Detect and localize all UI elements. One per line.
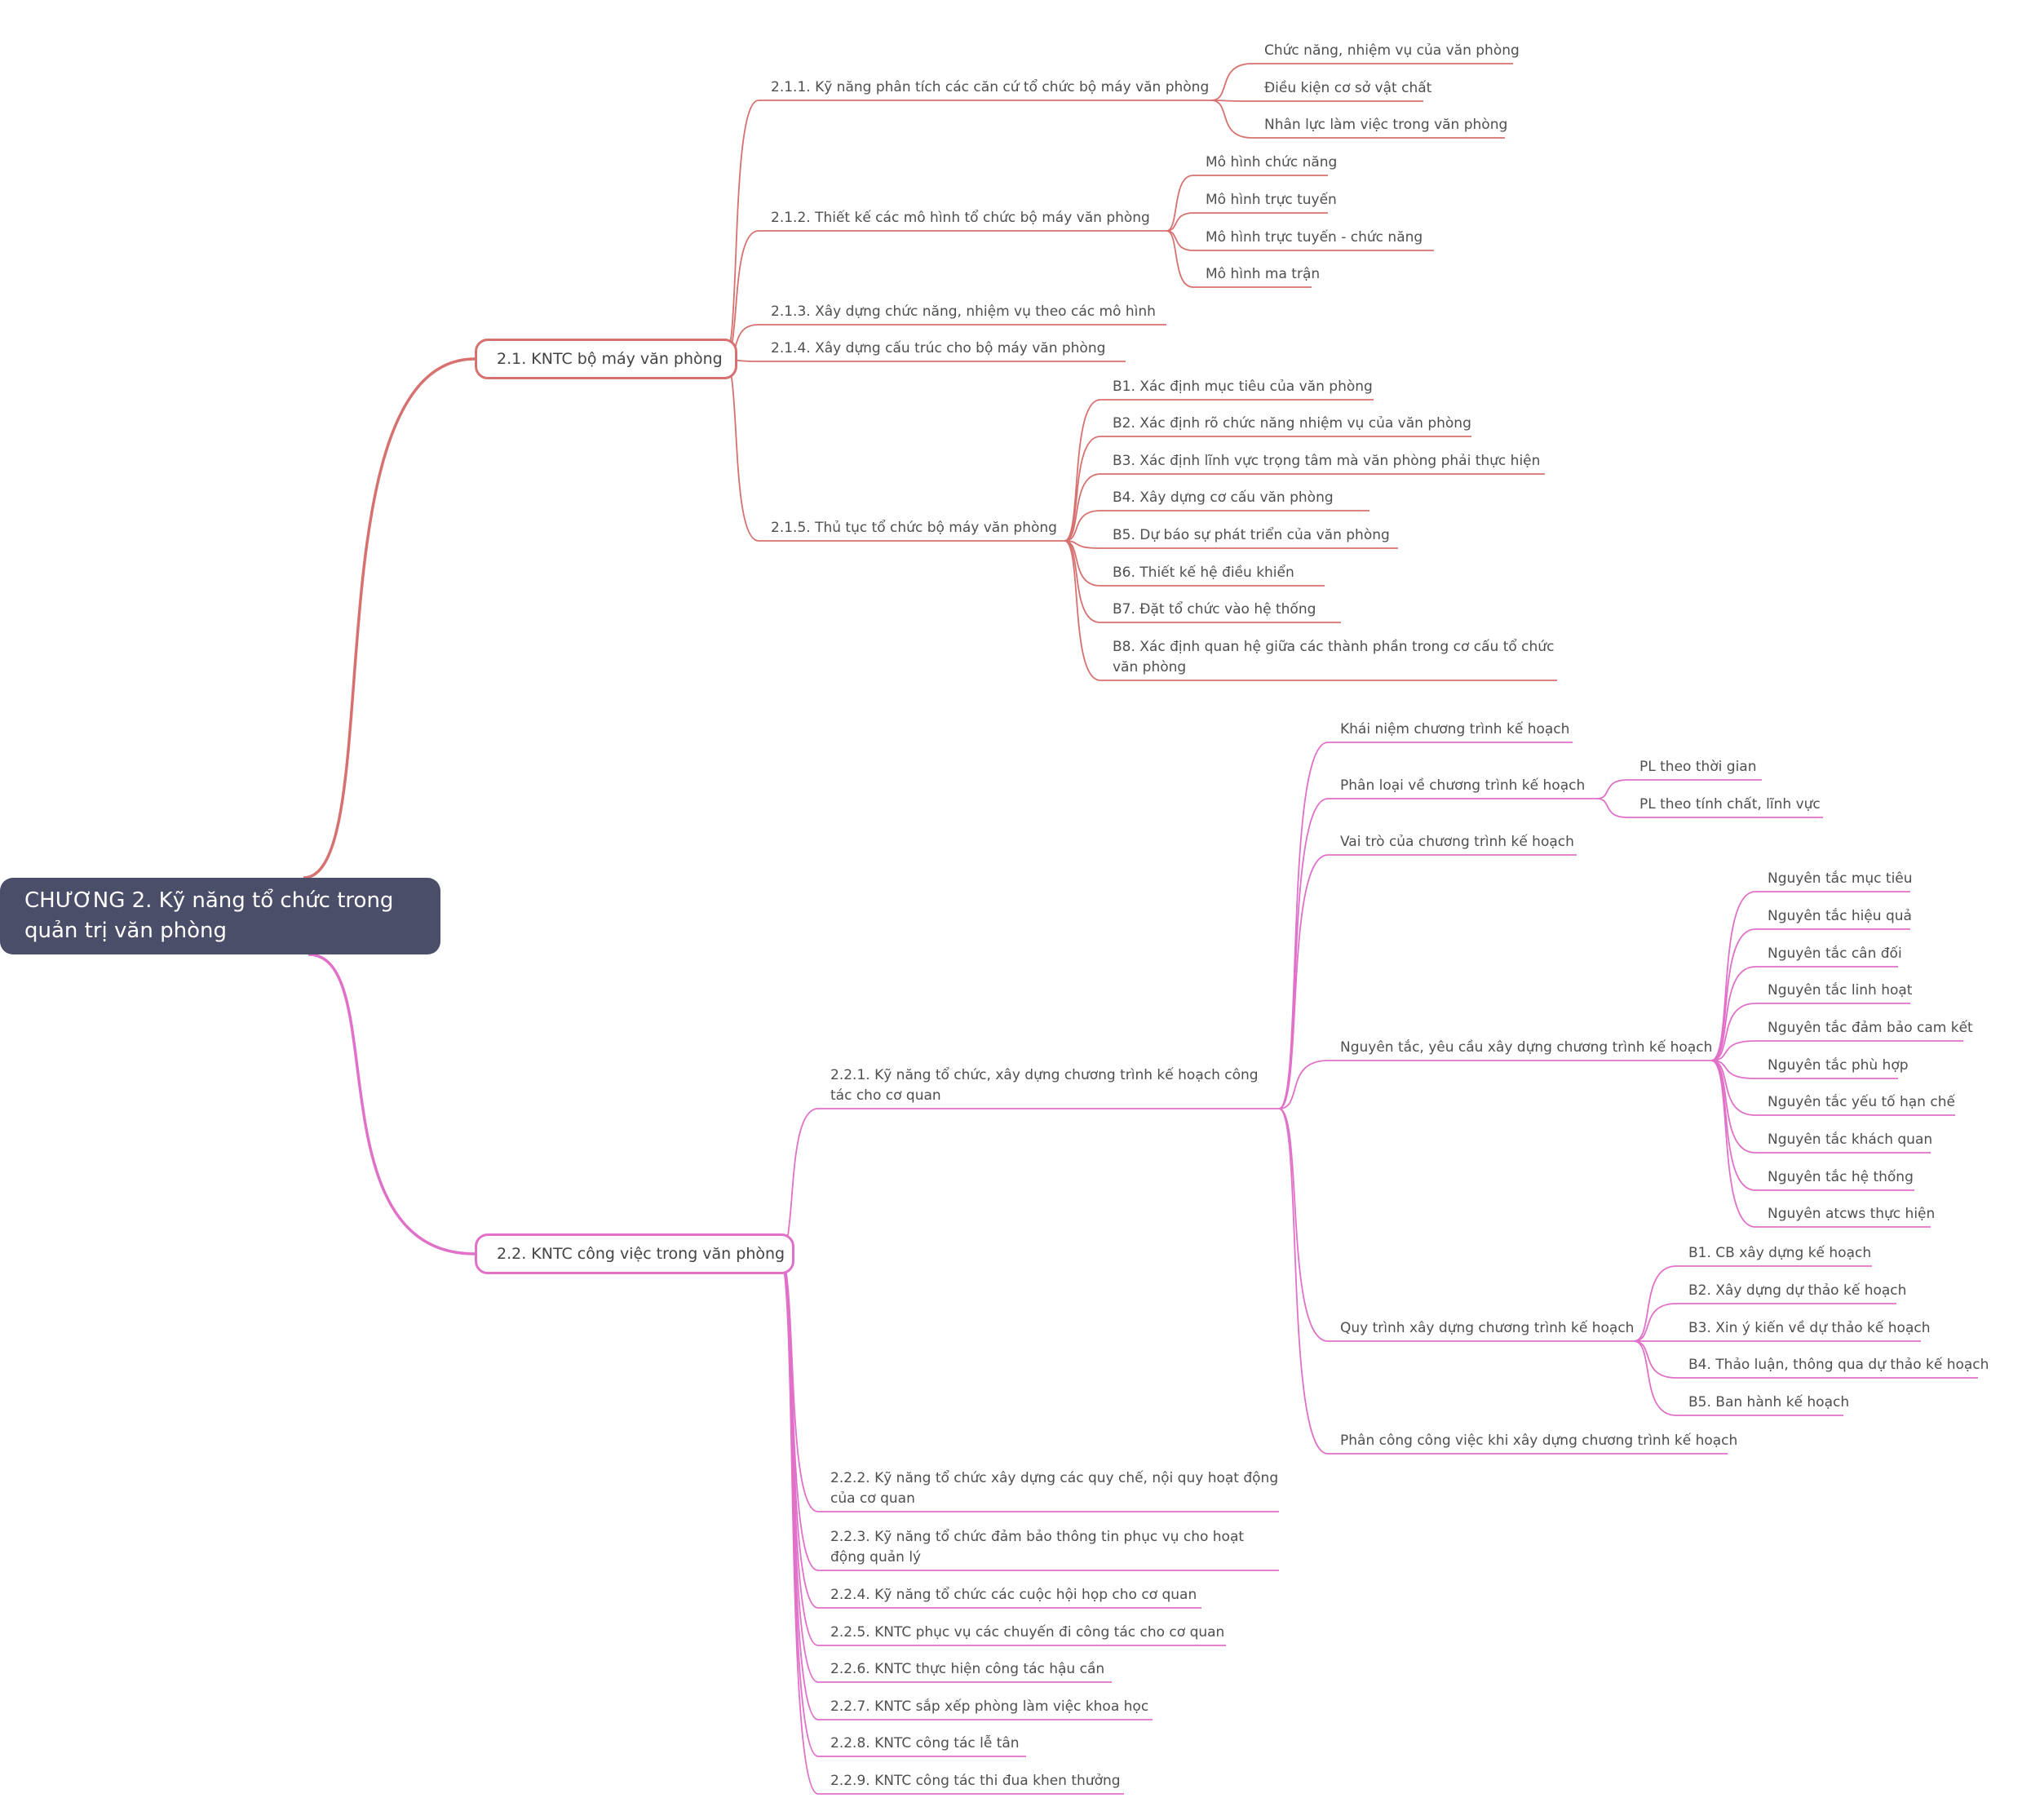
- leaf-link: [1064, 510, 1101, 542]
- link-s9: [778, 1253, 819, 1795]
- leaf-link: [1166, 212, 1194, 232]
- leaf-link: [1596, 798, 1628, 818]
- topic-nguyen-tac-khach-quan[interactable]: Nguyên tắc khách quan: [1768, 1131, 1933, 1148]
- topic-2-2-3-ky-nang-to-chuc-dam-bao-thong-tin-[interactable]: 2.2.3. Kỹ năng tổ chức đảm bảo thông tin…: [830, 1529, 1245, 1565]
- leaf-link: [1210, 63, 1253, 101]
- topic-khai-niem-chuong-trinh-ke-hoach[interactable]: Khái niệm chương trình kế hoạch: [1340, 721, 1570, 737]
- topic-mo-hinh-truc-tuyen[interactable]: Mô hình trực tuyến: [1206, 192, 1337, 208]
- topic-mo-hinh-ma-tran[interactable]: Mô hình ma trận: [1206, 266, 1321, 282]
- link-s3: [778, 1253, 819, 1571]
- topic-2-2-2-ky-nang-to-chuc-xay-dung-cac-quy-c[interactable]: 2.2.2. Kỹ năng tổ chức xây dựng các quy …: [830, 1470, 1279, 1507]
- topic-b6-thiet-ke-he-dieu-khien[interactable]: B6. Thiết kế hệ điều khiển: [1113, 565, 1294, 581]
- topic-quy-trinh-xay-dung-chuong-trinh-ke-hoach[interactable]: Quy trình xây dựng chương trình kế hoạch: [1340, 1320, 1635, 1336]
- topic-b5-du-bao-su-phat-trien-cua-van-phong[interactable]: B5. Dự báo sự phát triển của văn phòng: [1113, 527, 1390, 543]
- leaf-link: [1710, 1060, 1756, 1228]
- topic-nguyen-tac-hieu-qua[interactable]: Nguyên tắc hiệu quả: [1768, 908, 1912, 924]
- leaf-link: [1710, 891, 1756, 1061]
- leaf-link: [1064, 473, 1101, 542]
- topic-vai-tro-cua-chuong-trinh-ke-hoach[interactable]: Vai trò của chương trình kế hoạch: [1340, 834, 1574, 850]
- leaf-link: [1633, 1340, 1677, 1379]
- topic-2-2-1-ky-nang-to-chuc-xay-dung-chuong-tr[interactable]: 2.2.1. Kỹ năng tổ chức, xây dựng chương …: [830, 1067, 1259, 1104]
- topic-2-1-3-xay-dung-chuc-nang-nhiem-vu-theo-c[interactable]: 2.1.3. Xây dựng chức năng, nhiệm vụ theo…: [771, 303, 1156, 320]
- link-c1: [1278, 742, 1329, 1109]
- leaf-link: [1064, 436, 1101, 542]
- topic-nguyen-tac-can-doi[interactable]: Nguyên tắc cân đối: [1768, 945, 1902, 962]
- topic-2-2-7-kntc-sap-xep-phong-lam-viec-khoa-h[interactable]: 2.2.7. KNTC sắp xếp phòng làm việc khoa …: [830, 1698, 1149, 1715]
- link-s1: [723, 100, 759, 360]
- topic-nguyen-atcws-thuc-hien[interactable]: Nguyên atcws thực hiện: [1768, 1206, 1936, 1222]
- leaf-link: [1710, 1040, 1756, 1061]
- link-s5: [723, 358, 759, 542]
- topic-nguyen-tac-muc-tieu[interactable]: Nguyên tắc mục tiêu: [1768, 870, 1913, 887]
- link-c6: [1278, 1108, 1329, 1455]
- topic-mo-hinh-truc-tuyen-chuc-nang[interactable]: Mô hình trực tuyến - chức năng: [1206, 229, 1423, 246]
- topic-b3-xin-y-kien-ve-du-thao-ke-hoach[interactable]: B3. Xin ý kiến về dự thảo kế hoạch: [1688, 1320, 1931, 1336]
- topic-2-1-2-thiet-ke-cac-mo-hinh-to-chuc-bo-ma[interactable]: 2.1.2. Thiết kế các mô hình tổ chức bộ m…: [771, 210, 1150, 226]
- link-s2: [778, 1253, 819, 1512]
- topic-nguyen-tac-dam-bao-cam-ket[interactable]: Nguyên tắc đảm bảo cam kết: [1768, 1020, 1973, 1036]
- leaf-link: [1210, 100, 1253, 139]
- leaf-link: [1166, 230, 1194, 288]
- leaf-link: [1596, 779, 1628, 799]
- root-link-b1: [303, 357, 476, 879]
- topic-b3-xac-dinh-linh-vuc-trong-tam-ma-van-ph[interactable]: B3. Xác định lĩnh vực trọng tâm mà văn p…: [1113, 453, 1541, 469]
- main-branch-label: 2.2. KNTC công việc trong văn phòng: [497, 1245, 785, 1263]
- topic-2-2-8-kntc-cong-tac-le-tan[interactable]: 2.2.8. KNTC công tác lễ tân: [830, 1735, 1020, 1751]
- topic-chuc-nang-nhiem-vu-cua-van-phong[interactable]: Chức năng, nhiệm vụ của văn phòng: [1264, 42, 1520, 59]
- topic-nguyen-tac-yeu-to-han-che[interactable]: Nguyên tắc yếu tố hạn chế: [1768, 1094, 1955, 1110]
- main-branch-2-1-kntc-bo-may-van-phong[interactable]: 2.1. KNTC bộ máy văn phòng: [475, 339, 737, 379]
- leaf-link: [1064, 540, 1101, 681]
- topic-b4-xay-dung-co-cau-van-phong[interactable]: B4. Xây dựng cơ cấu văn phòng: [1113, 489, 1334, 506]
- leaf-link: [1064, 399, 1101, 542]
- root-link-b2: [308, 953, 476, 1255]
- topic-b8-xac-dinh-quan-he-giua-cac-thanh-phan-[interactable]: B8. Xác định quan hệ giữa các thành phần…: [1113, 639, 1555, 675]
- topic-2-1-4-xay-dung-cau-truc-cho-bo-may-van-p[interactable]: 2.1.4. Xây dựng cấu trúc cho bộ máy văn …: [771, 340, 1106, 356]
- topic-pl-theo-tinh-chat-linh-vuc[interactable]: PL theo tính chất, lĩnh vực: [1639, 796, 1821, 813]
- topic-dieu-kien-co-so-vat-chat[interactable]: Điều kiện cơ sở vật chất: [1264, 80, 1432, 96]
- central-topic[interactable]: CHƯƠNG 2. Kỹ năng tổ chức trong quản trị…: [0, 878, 440, 954]
- topic-phan-cong-cong-viec-khi-xay-dung-chuong-[interactable]: Phân công công việc khi xây dựng chương …: [1340, 1433, 1738, 1449]
- link-c5: [1278, 1108, 1329, 1342]
- leaf-link: [1710, 1003, 1756, 1061]
- leaf-link: [1633, 1340, 1677, 1416]
- topic-nguyen-tac-he-thong[interactable]: Nguyên tắc hệ thống: [1768, 1169, 1914, 1185]
- link-c3: [1278, 854, 1329, 1109]
- leaf-link: [1210, 100, 1253, 102]
- topic-b2-xac-dinh-ro-chuc-nang-nhiem-vu-cua-va[interactable]: B2. Xác định rõ chức năng nhiệm vụ của v…: [1113, 415, 1471, 432]
- link-c2: [1278, 798, 1329, 1109]
- topic-2-1-1-ky-nang-phan-tich-cac-can-cu-to-ch[interactable]: 2.1.1. Kỹ năng phân tích các căn cứ tổ c…: [771, 79, 1210, 95]
- topic-b2-xay-dung-du-thao-ke-hoach[interactable]: B2. Xây dựng dự thảo kế hoạch: [1688, 1282, 1907, 1299]
- topic-b7-dat-to-chuc-vao-he-thong[interactable]: B7. Đặt tổ chức vào hệ thống: [1113, 601, 1316, 618]
- leaf-link: [1166, 175, 1194, 232]
- link-c4: [1278, 1060, 1329, 1109]
- leaf-link: [1710, 1060, 1756, 1191]
- topic-nguyen-tac-yeu-cau-xay-dung-chuong-trinh[interactable]: Nguyên tắc, yêu cầu xây dựng chương trìn…: [1340, 1039, 1713, 1056]
- topic-b1-xac-dinh-muc-tieu-cua-van-phong[interactable]: B1. Xác định mục tiêu của văn phòng: [1113, 379, 1373, 395]
- topic-2-2-9-kntc-cong-tac-thi-dua-khen-thuong[interactable]: 2.2.9. KNTC công tác thi đua khen thưởng: [830, 1773, 1121, 1789]
- topic-2-2-4-ky-nang-to-chuc-cac-cuoc-hoi-hop-c[interactable]: 2.2.4. Kỹ năng tổ chức các cuộc hội họp …: [830, 1587, 1197, 1603]
- topic-2-1-5-thu-tuc-to-chuc-bo-may-van-phong[interactable]: 2.1.5. Thủ tục tổ chức bộ máy văn phòng: [771, 520, 1057, 536]
- leaf-link: [1710, 928, 1756, 1061]
- topic-pl-theo-thoi-gian[interactable]: PL theo thời gian: [1639, 759, 1757, 775]
- leaf-link: [1710, 1060, 1756, 1079]
- central-topic-label: CHƯƠNG 2. Kỹ năng tổ chức trong quản trị…: [24, 888, 394, 943]
- topic-mo-hinh-chuc-nang[interactable]: Mô hình chức năng: [1206, 154, 1338, 170]
- leaf-link: [1633, 1265, 1677, 1342]
- topic-2-2-6-kntc-thuc-hien-cong-tac-hau-can[interactable]: 2.2.6. KNTC thực hiện công tác hậu cần: [830, 1661, 1105, 1677]
- topic-b5-ban-hanh-ke-hoach[interactable]: B5. Ban hành kế hoạch: [1688, 1394, 1850, 1410]
- leaf-link: [1064, 540, 1101, 623]
- topic-phan-loai-ve-chuong-trinh-ke-hoach[interactable]: Phân loại về chương trình kế hoạch: [1340, 777, 1586, 794]
- topic-nguyen-tac-linh-hoat[interactable]: Nguyên tắc linh hoạt: [1768, 982, 1913, 999]
- main-branch-2-2-kntc-cong-viec-trong-van-phong[interactable]: 2.2. KNTC công việc trong văn phòng: [475, 1233, 794, 1274]
- topic-b4-thao-luan-thong-qua-du-thao-ke-hoach[interactable]: B4. Thảo luận, thông qua dự thảo kế hoạc…: [1688, 1357, 1989, 1373]
- link-s1: [778, 1108, 819, 1255]
- topic-b1-cb-xay-dung-ke-hoach[interactable]: B1. CB xây dựng kế hoạch: [1688, 1245, 1872, 1261]
- topic-nguyen-tac-phu-hop[interactable]: Nguyên tắc phù hợp: [1768, 1057, 1909, 1074]
- topic-2-2-5-kntc-phuc-vu-cac-chuyen-di-cong-ta[interactable]: 2.2.5. KNTC phục vụ các chuyến đi công t…: [830, 1624, 1225, 1641]
- leaf-link: [1710, 966, 1756, 1061]
- main-branch-label: 2.1. KNTC bộ máy văn phòng: [497, 350, 723, 368]
- leaf-link: [1633, 1303, 1677, 1342]
- topic-nhan-luc-lam-viec-trong-van-phong[interactable]: Nhân lực làm việc trong văn phòng: [1264, 117, 1508, 133]
